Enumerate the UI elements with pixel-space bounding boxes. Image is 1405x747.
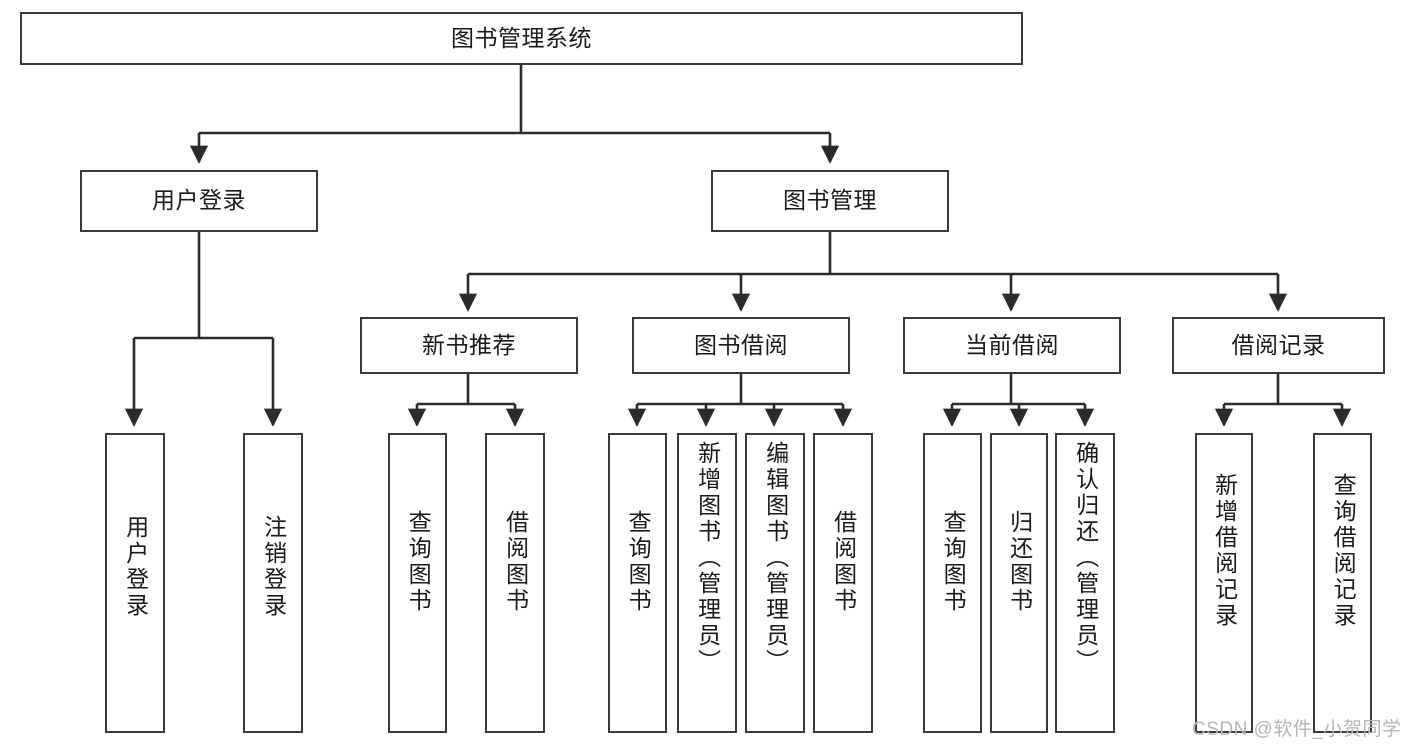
leaf-confirm-return-admin[interactable]: 确认归还（管理员） — [1055, 433, 1115, 733]
leaf-query-book-borrow[interactable]: 查询图书 — [608, 433, 667, 733]
node-label: 借阅记录 — [1231, 331, 1326, 358]
node-label: 新书推荐 — [422, 331, 516, 358]
node-book-borrow[interactable]: 图书借阅 — [632, 317, 850, 374]
node-label: 归还图书 — [1006, 510, 1033, 614]
node-label: 注销登录 — [260, 515, 287, 619]
leaf-add-book-admin[interactable]: 新增图书（管理员） — [677, 433, 737, 733]
node-book-management[interactable]: 图书管理 — [711, 170, 949, 232]
node-label: 新增借阅记录 — [1211, 473, 1238, 629]
node-label: 图书管理系统 — [451, 24, 592, 51]
node-label: 查询图书 — [405, 510, 432, 614]
node-label: 当前借阅 — [965, 331, 1059, 358]
leaf-query-book-current[interactable]: 查询图书 — [923, 433, 982, 733]
node-label: 用户登录 — [152, 187, 246, 214]
leaf-borrow-book-recommend[interactable]: 借阅图书 — [485, 433, 545, 733]
leaf-query-book-recommend[interactable]: 查询图书 — [388, 433, 447, 733]
node-label: 图书借阅 — [694, 331, 788, 358]
leaf-edit-book-admin[interactable]: 编辑图书（管理员） — [745, 433, 805, 733]
node-borrow-record[interactable]: 借阅记录 — [1172, 317, 1385, 374]
node-label: 新增图书（管理员） — [694, 441, 721, 675]
leaf-user-login[interactable]: 用户登录 — [105, 433, 165, 733]
node-label: 查询图书 — [625, 510, 652, 614]
watermark-text: CSDN @软件_小贺同学 — [1192, 719, 1402, 740]
node-label: 借阅图书 — [830, 510, 857, 614]
leaf-borrow-book-borrow[interactable]: 借阅图书 — [813, 433, 873, 733]
node-new-book-recommend[interactable]: 新书推荐 — [360, 317, 578, 374]
node-label: 借阅图书 — [502, 510, 529, 614]
node-label: 查询借阅记录 — [1330, 473, 1357, 629]
node-label: 用户登录 — [122, 515, 149, 619]
leaf-add-borrow-record[interactable]: 新增借阅记录 — [1195, 433, 1253, 733]
node-label: 编辑图书（管理员） — [762, 441, 789, 675]
node-user-login[interactable]: 用户登录 — [80, 170, 318, 232]
leaf-logout[interactable]: 注销登录 — [243, 433, 303, 733]
node-label: 图书管理 — [783, 187, 877, 214]
leaf-query-borrow-record[interactable]: 查询借阅记录 — [1313, 433, 1372, 733]
node-label: 查询图书 — [940, 510, 967, 614]
node-current-borrow[interactable]: 当前借阅 — [903, 317, 1121, 374]
node-root-system[interactable]: 图书管理系统 — [20, 12, 1023, 65]
leaf-return-book[interactable]: 归还图书 — [990, 433, 1048, 733]
node-label: 确认归还（管理员） — [1072, 441, 1099, 675]
